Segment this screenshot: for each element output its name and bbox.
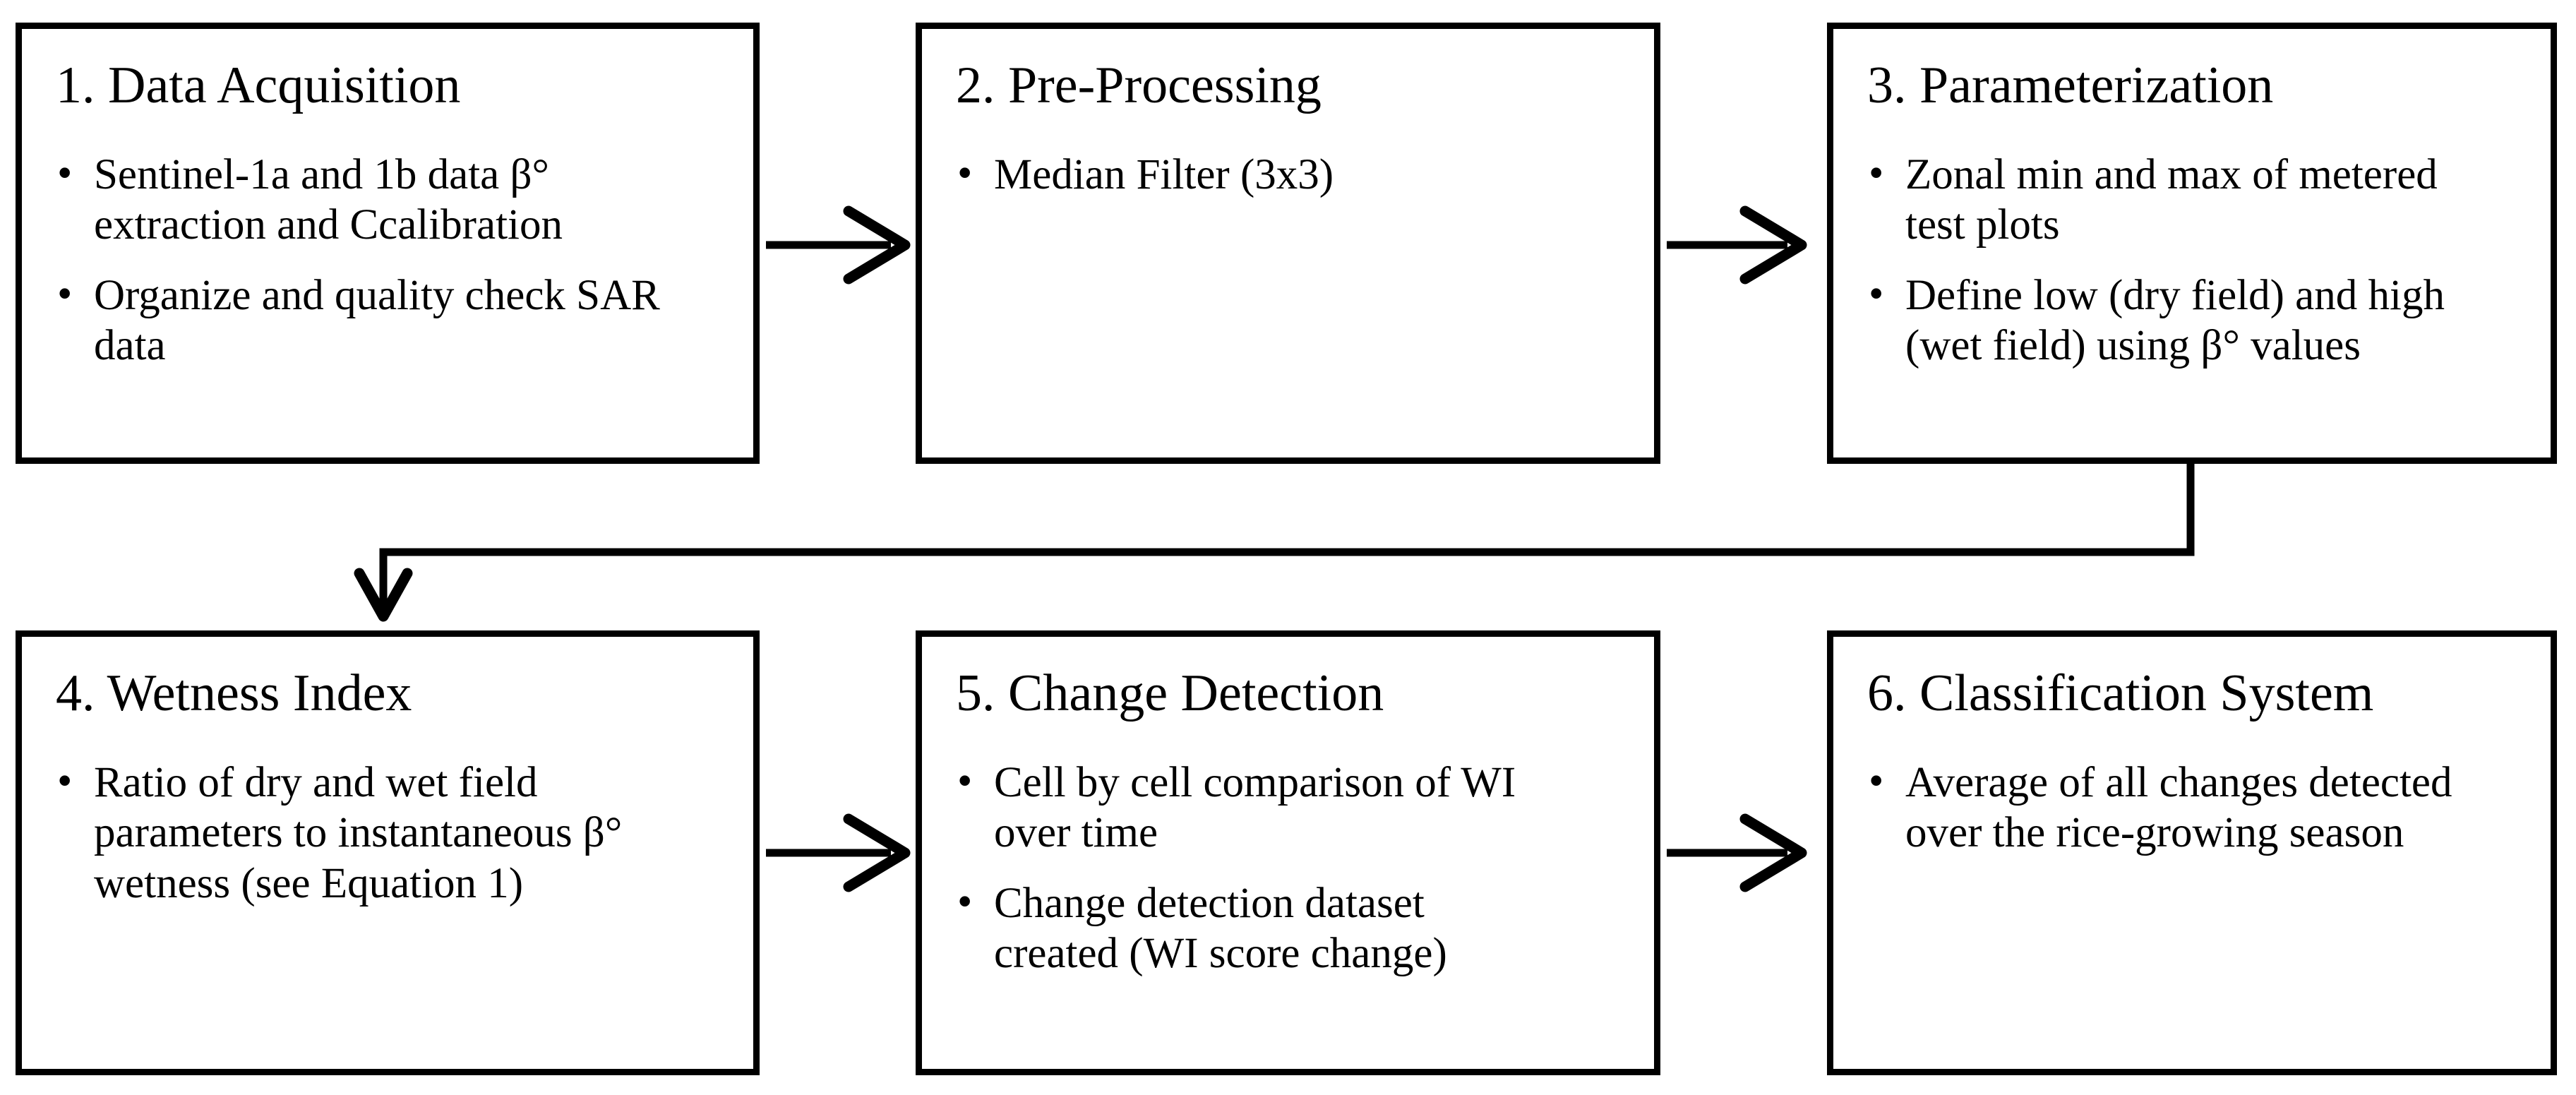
step-box-data-acquisition: 1. Data Acquisition Sentinel-1a and 1b d… xyxy=(16,23,760,464)
bullet-item: Ratio of dry and wet field parameters to… xyxy=(56,756,725,909)
arrow-right-icon-box1-to-box2 xyxy=(766,205,911,285)
step-bullet-list: Cell by cell comparison of WI over time … xyxy=(956,756,1626,979)
step-title: 1. Data Acquisition xyxy=(56,56,461,114)
arrow-right-icon-box2-to-box3 xyxy=(1667,205,1807,285)
step-box-change-detection: 5. Change Detection Cell by cell compari… xyxy=(916,630,1660,1075)
bullet-item: Median Filter (3x3) xyxy=(956,148,1626,200)
bullet-item: Organize and quality check SAR data xyxy=(56,269,725,371)
step-bullet-list: Zonal min and max of metered test plots … xyxy=(1867,148,2522,371)
bullet-item: Define low (dry field) and high (wet fie… xyxy=(1867,269,2522,371)
step-title: 5. Change Detection xyxy=(956,664,1384,722)
step-bullet-list: Average of all changes detected over the… xyxy=(1867,756,2522,858)
step-title: 2. Pre-Processing xyxy=(956,56,1322,114)
step-box-pre-processing: 2. Pre-Processing Median Filter (3x3) xyxy=(916,23,1660,464)
step-box-parameterization: 3. Parameterization Zonal min and max of… xyxy=(1827,23,2557,464)
step-title: 4. Wetness Index xyxy=(56,664,412,722)
arrow-right-icon-box5-to-box6 xyxy=(1667,813,1807,892)
step-box-classification-system: 6. Classification System Average of all … xyxy=(1827,630,2557,1075)
bullet-item: Change detection dataset created (WI sco… xyxy=(956,877,1626,979)
bullet-item: Cell by cell comparison of WI over time xyxy=(956,756,1626,858)
step-box-wetness-index: 4. Wetness Index Ratio of dry and wet fi… xyxy=(16,630,760,1075)
step-title: 6. Classification System xyxy=(1867,664,2374,722)
arrow-elbow-down-icon-box3-to-box4 xyxy=(354,460,2195,622)
bullet-item: Sentinel-1a and 1b data β° extraction an… xyxy=(56,148,725,251)
step-bullet-list: Ratio of dry and wet field parameters to… xyxy=(56,756,725,909)
step-title: 3. Parameterization xyxy=(1867,56,2274,114)
bullet-item: Average of all changes detected over the… xyxy=(1867,756,2522,858)
step-bullet-list: Median Filter (3x3) xyxy=(956,148,1626,200)
arrow-right-icon-box4-to-box5 xyxy=(766,813,911,892)
bullet-item: Zonal min and max of metered test plots xyxy=(1867,148,2522,251)
step-bullet-list: Sentinel-1a and 1b data β° extraction an… xyxy=(56,148,725,371)
